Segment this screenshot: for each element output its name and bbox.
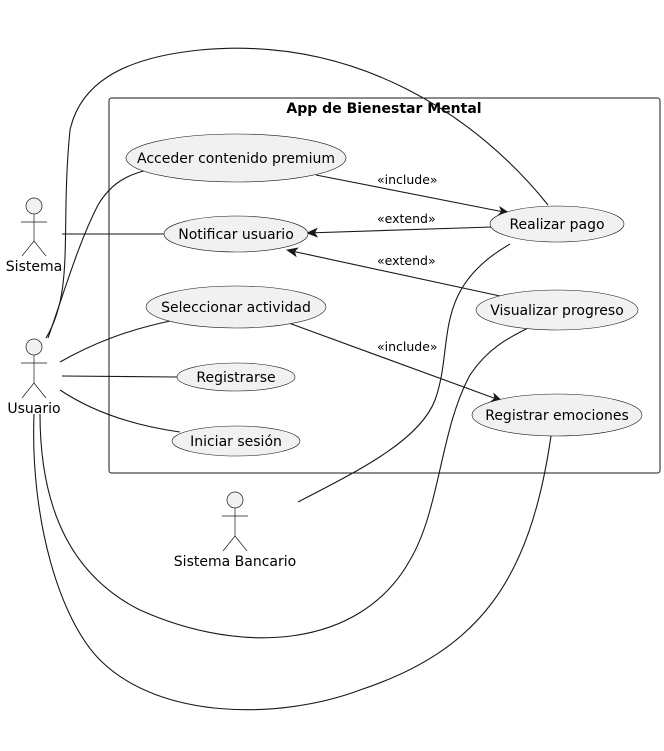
use-case-label: Notificar usuario — [178, 227, 294, 243]
use-case-iniciar-sesion[interactable]: Iniciar sesión — [171, 425, 301, 457]
use-case-seleccionar-actividad[interactable]: Seleccionar actividad — [145, 285, 327, 329]
label-include-pago: «include» — [377, 172, 438, 187]
include-arrow-pago — [315, 174, 510, 216]
use-case-realizar-pago[interactable]: Realizar pago — [489, 205, 625, 243]
dependencies — [285, 174, 510, 402]
extend-arrow-progreso — [286, 247, 501, 297]
actor-sistema[interactable]: Sistema — [6, 197, 62, 275]
use-case-label: Realizar pago — [509, 217, 604, 233]
use-case-label: Registrar emociones — [485, 408, 629, 424]
actor-usuario[interactable]: Usuario — [7, 338, 61, 417]
association-usuario-registrarse — [61, 375, 178, 378]
actor-label: Sistema Bancario — [174, 554, 296, 570]
use-case-label: Iniciar sesión — [190, 434, 282, 450]
association-bancario-realizar-pago — [297, 243, 511, 503]
use-case-registrarse[interactable]: Registrarse — [176, 362, 296, 392]
stick-figure-icon — [21, 338, 47, 399]
stick-figure-icon — [222, 491, 248, 552]
label-include-emociones: «include» — [377, 339, 438, 354]
use-case-acceder-contenido-premium[interactable]: Acceder contenido premium — [125, 133, 347, 183]
include-arrow-emociones — [285, 321, 503, 402]
extend-arrow-pago — [306, 226, 493, 238]
label-extend-pago: «extend» — [377, 211, 436, 226]
actor-label: Sistema — [6, 259, 62, 275]
actor-sistema-bancario[interactable]: Sistema Bancario — [174, 491, 296, 570]
association-usuario-acceder — [47, 169, 149, 339]
use-case-registrar-emociones[interactable]: Registrar emociones — [471, 393, 643, 437]
actor-label: Usuario — [7, 401, 60, 417]
stick-figure-icon — [21, 197, 47, 257]
association-usuario-seleccionar — [59, 319, 176, 363]
association-usuario-registrar-emociones — [33, 413, 552, 711]
use-case-visualizar-progreso[interactable]: Visualizar progreso — [475, 289, 639, 331]
system-boundary — [108, 97, 661, 474]
association-usuario-visualizar — [39, 327, 529, 639]
association-usuario-iniciar — [59, 389, 181, 433]
use-case-label: Acceder contenido premium — [137, 151, 335, 167]
use-case-notificar-usuario[interactable]: Notificar usuario — [163, 215, 309, 253]
label-extend-progreso: «extend» — [377, 253, 436, 268]
use-case-label: Seleccionar actividad — [161, 300, 311, 316]
system-title: App de Bienestar Mental — [286, 101, 481, 117]
use-case-label: Visualizar progreso — [490, 303, 624, 319]
association-usuario-realizar-pago — [45, 47, 549, 339]
use-case-label: Registrarse — [196, 370, 275, 386]
